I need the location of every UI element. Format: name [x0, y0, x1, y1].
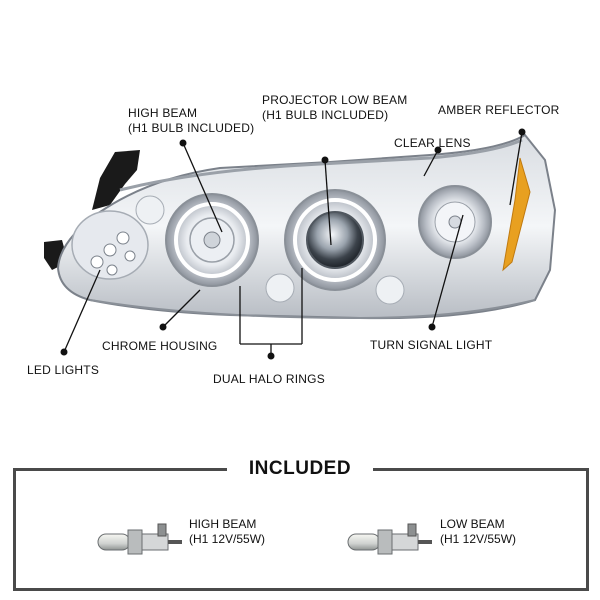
label-chrome-housing: CHROME HOUSING: [102, 339, 218, 353]
bulb-low-beam-label: LOW BEAM (H1 12V/55W): [440, 517, 516, 547]
included-title: INCLUDED: [227, 456, 373, 482]
callout-lines: [63, 131, 523, 356]
bulb-low-beam-image: [347, 523, 432, 555]
label-led-lights: LED LIGHTS: [27, 363, 100, 377]
label-high-beam-line1: HIGH BEAM: [128, 106, 198, 120]
callout-dots: [60, 128, 526, 360]
turn-signal-lens: [418, 185, 492, 259]
led-cluster: [71, 210, 149, 280]
bulb-high-beam-image: [97, 523, 182, 555]
label-high-beam: HIGH BEAM (H1 BULB INCLUDED): [128, 106, 254, 136]
label-turn-signal-light: TURN SIGNAL LIGHT: [370, 338, 493, 352]
label-high-beam-line2: (H1 BULB INCLUDED): [128, 121, 255, 135]
label-projector-line1: PROJECTOR LOW BEAM: [262, 93, 408, 107]
label-projector-low-beam: PROJECTOR LOW BEAM (H1 BULB INCLUDED): [262, 93, 407, 123]
label-projector-line2: (H1 BULB INCLUDED): [262, 108, 389, 122]
label-amber-reflector: AMBER REFLECTOR: [438, 103, 560, 117]
projector-low-beam-lens: [284, 189, 386, 291]
bulb-low-beam-spec: (H1 12V/55W): [440, 532, 517, 546]
bulb-low-beam-name: LOW BEAM: [440, 517, 505, 531]
bulb-high-beam-name: HIGH BEAM: [189, 517, 257, 531]
high-beam-lens: [165, 193, 259, 287]
bulb-high-beam-spec: (H1 12V/55W): [189, 532, 266, 546]
inner-reflectors: [135, 195, 405, 305]
label-dual-halo-rings: DUAL HALO RINGS: [213, 372, 325, 386]
bulb-high-beam-label: HIGH BEAM (H1 12V/55W): [189, 517, 265, 547]
label-clear-lens: CLEAR LENS: [394, 136, 471, 150]
